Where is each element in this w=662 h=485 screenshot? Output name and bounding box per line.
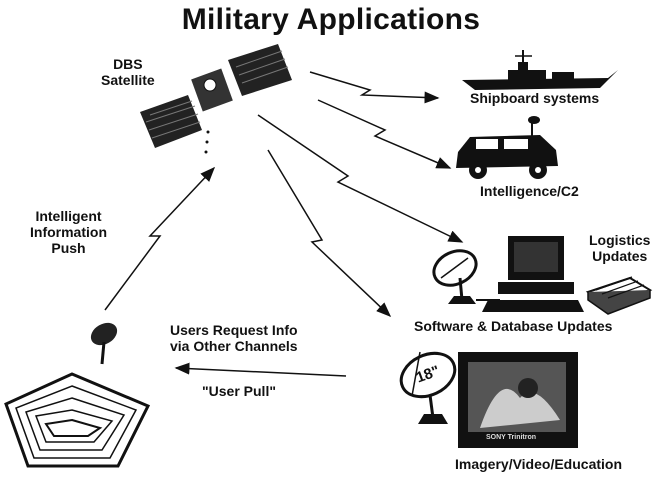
- computer-icon: [476, 236, 584, 312]
- user-pull-label: "User Pull": [202, 383, 276, 399]
- satellite-dish-icon: [399, 351, 457, 424]
- push-label: Intelligent Information Push: [30, 208, 107, 257]
- disk-drives-icon: [585, 276, 653, 315]
- monitor-brand-label: SONY Trinitron: [486, 434, 537, 441]
- satellite-icon: [140, 44, 292, 154]
- television-icon: [458, 352, 578, 448]
- request-label: Users Request Info via Other Channels: [170, 322, 298, 355]
- logistics-label: Logistics Updates: [589, 232, 651, 265]
- page-title: Military Applications: [181, 3, 481, 36]
- ship-icon: [462, 50, 618, 90]
- software-label: Software & Database Updates: [414, 318, 613, 334]
- humvee-icon: [456, 116, 558, 179]
- shipboard-label: Shipboard systems: [470, 90, 600, 106]
- satellite-dish-icon: [432, 249, 478, 304]
- pentagon-icon: [4, 322, 151, 468]
- intelligence-label: Intelligence/C2: [480, 183, 579, 199]
- satellite-label: DBS Satellite: [101, 56, 155, 89]
- imagery-label: Imagery/Video/Education: [455, 456, 623, 472]
